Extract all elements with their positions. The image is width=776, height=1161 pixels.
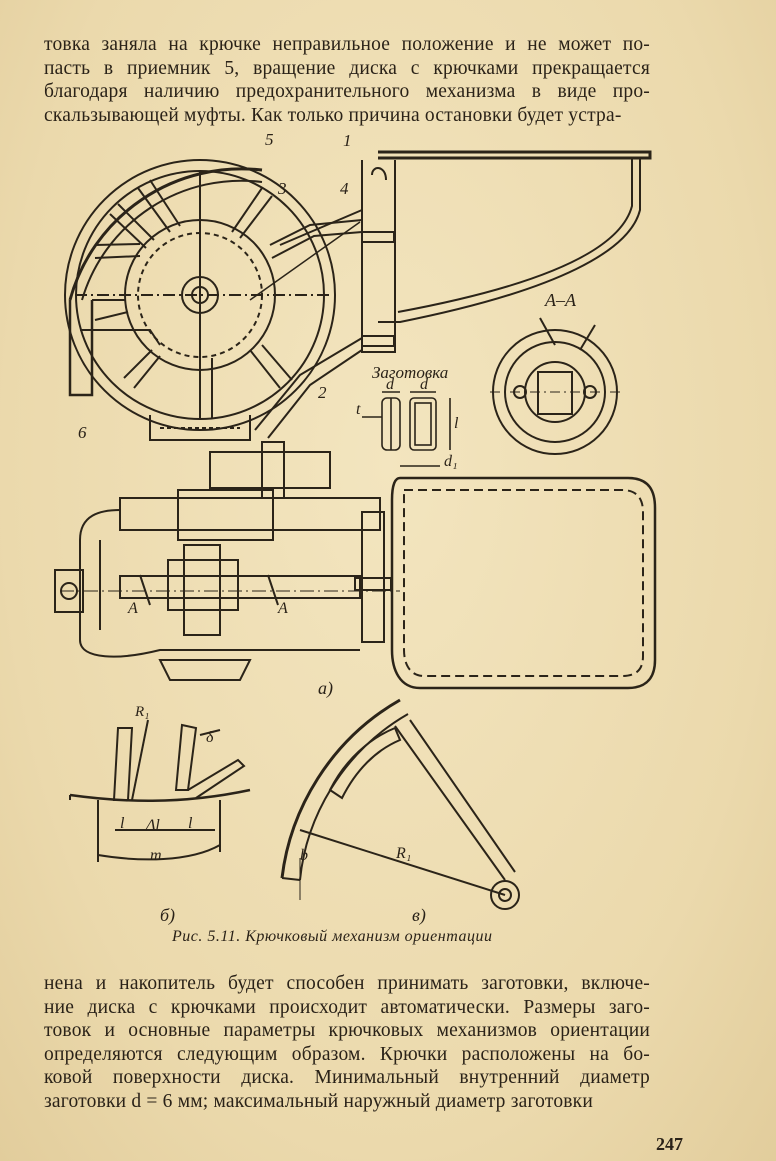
text-line: заготовки d = 6 мм; максимальный наружны… xyxy=(44,1090,593,1112)
text-line: скальзывающей муфты. Как только причина … xyxy=(44,104,622,126)
dim-r1-v: R₁ xyxy=(395,845,411,862)
dim-b: b xyxy=(300,847,308,864)
text-line: благодаря наличию предохранительного мех… xyxy=(44,81,650,102)
dim-d-1: d xyxy=(386,376,395,393)
text-line: ковой поверхности диска. Минимальный вну… xyxy=(44,1067,650,1088)
dim-t: t xyxy=(356,401,361,418)
workpiece-sketch xyxy=(362,391,451,467)
page-number: 247 xyxy=(656,1134,683,1154)
text-line: товок и основные параметры крючковых мех… xyxy=(44,1020,650,1041)
callout-4: 4 xyxy=(340,179,349,198)
dim-l-left: l xyxy=(120,815,125,832)
dim-delta: δ xyxy=(206,729,214,746)
subfigure-b-label: б) xyxy=(160,905,175,926)
bottom-paragraph: нена и накопитель будет способен принима… xyxy=(44,972,650,1113)
dim-r1-b: R₁ xyxy=(134,704,149,720)
subfigure-a-label: а) xyxy=(318,678,333,699)
text-line: товка заняла на крючке неправильное поло… xyxy=(44,34,650,55)
plan-view xyxy=(54,441,657,690)
dim-m: m xyxy=(150,847,162,864)
figure-5-11-drawing: 1 2 3 4 5 6 А–А Заготовка d d t l d₁ А А… xyxy=(54,130,657,926)
text-line: пасть в приемник 5, вращение диска с крю… xyxy=(44,57,650,79)
dim-l: l xyxy=(454,415,459,432)
dim-d1: d₁ xyxy=(444,453,458,470)
dim-d-2: d xyxy=(420,376,429,393)
section-a-a-label: А–А xyxy=(544,290,577,310)
section-mark-a-left: А xyxy=(127,600,138,617)
section-mark-a-right: А xyxy=(277,600,288,617)
subfigure-v-label: в) xyxy=(412,905,426,926)
text-line: определяются следующим образом. Крючки р… xyxy=(44,1043,650,1065)
text-line: ние диска с крючками происходит автомати… xyxy=(44,996,650,1018)
figure-caption: Рис. 5.11. Крючковый механизм ориентации xyxy=(172,928,493,945)
figure-labels: 1 2 3 4 5 6 А–А Заготовка d d t l d₁ А А… xyxy=(78,130,577,926)
detail-b xyxy=(69,719,251,862)
callout-2: 2 xyxy=(318,383,327,402)
callout-1: 1 xyxy=(343,131,352,150)
dim-l-right: l xyxy=(188,815,193,832)
callout-3: 3 xyxy=(277,179,287,198)
hook-disk-assembly xyxy=(64,159,363,441)
section-a-a xyxy=(490,317,620,455)
hopper xyxy=(254,150,652,439)
workpiece-title: Заготовка xyxy=(372,363,448,382)
top-paragraph: товка заняла на крючке неправильное поло… xyxy=(44,33,650,127)
text-line: нена и накопитель будет способен принима… xyxy=(44,973,650,994)
callout-5: 5 xyxy=(265,130,274,149)
dim-delta-l: Δl xyxy=(145,817,160,834)
detail-v xyxy=(280,698,520,910)
callout-6: 6 xyxy=(78,423,87,442)
